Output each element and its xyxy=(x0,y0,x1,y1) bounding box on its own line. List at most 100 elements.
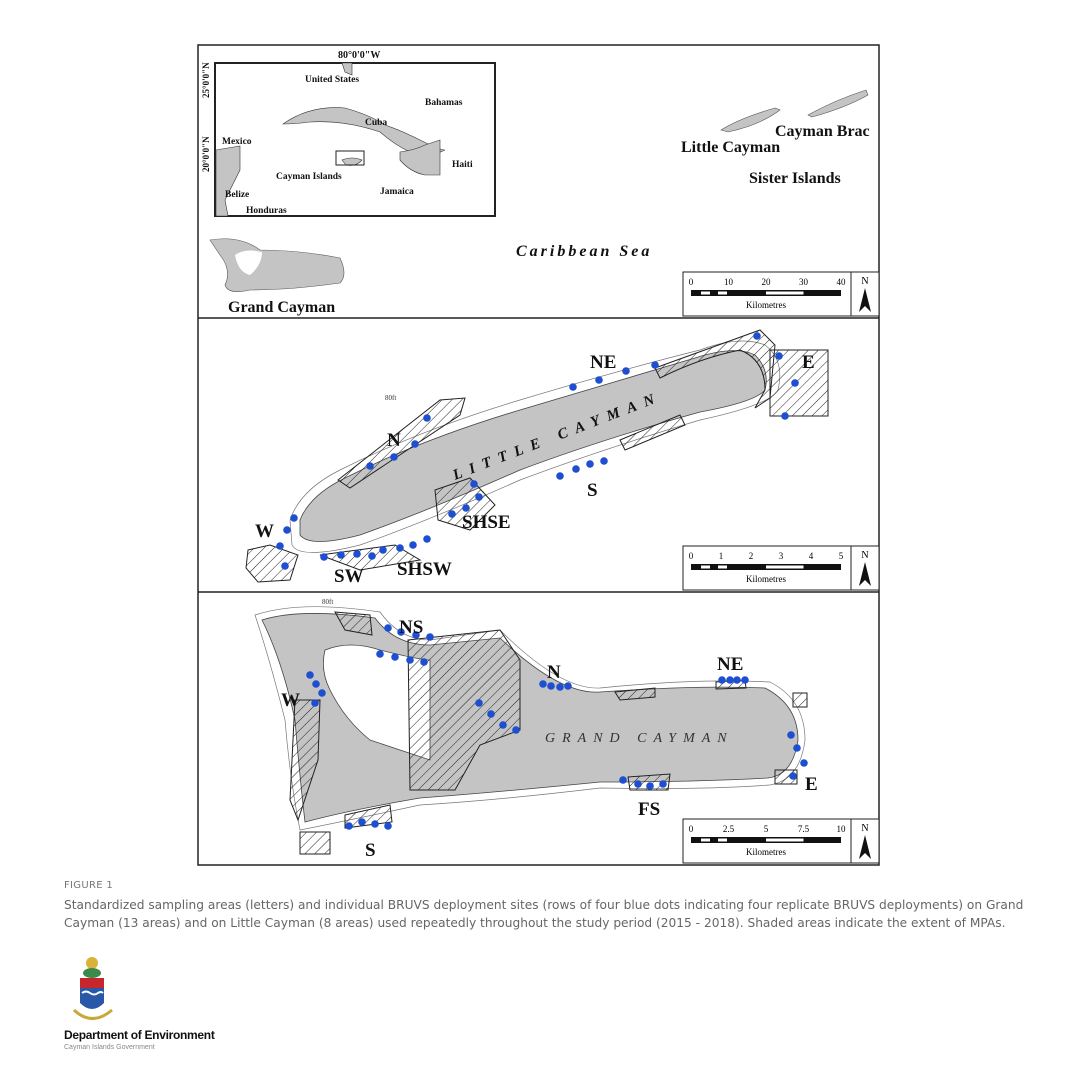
panel-overview: 80°0'0"W 25°0'0"N 20°0'0"N United States… xyxy=(201,50,870,316)
scale-tick-label: 1 xyxy=(719,551,724,561)
label-haiti: Haiti xyxy=(452,160,473,170)
north-arrow-icon xyxy=(859,562,871,586)
bruvs-site-dot xyxy=(733,676,741,684)
bruvs-site-dot xyxy=(366,462,374,470)
bruvs-site-dot xyxy=(448,510,456,518)
scale-tick-label: 7.5 xyxy=(798,824,810,834)
label-grand-cayman: Grand Cayman xyxy=(228,299,335,316)
bruvs-site-dot xyxy=(539,680,547,688)
bruvs-site-dot xyxy=(775,352,783,360)
area-label-w: W xyxy=(281,690,300,711)
bruvs-site-dot xyxy=(651,361,659,369)
lat-label-20: 20°0'0"N xyxy=(201,136,211,172)
area-label-ne: NE xyxy=(590,352,616,373)
bruvs-site-dot xyxy=(791,379,799,387)
bruvs-site-dot xyxy=(411,440,419,448)
bruvs-site-dot xyxy=(283,526,291,534)
bruvs-site-dot xyxy=(793,744,801,752)
scale-unit-label: Kilometres xyxy=(746,847,786,857)
bruvs-site-dot xyxy=(426,633,434,641)
bruvs-site-dot xyxy=(781,412,789,420)
bruvs-site-dot xyxy=(376,650,384,658)
bruvs-site-dot xyxy=(281,562,289,570)
lon-label: 80°0'0"W xyxy=(338,50,380,61)
north-label: N xyxy=(861,823,868,834)
area-label-sw: SW xyxy=(334,566,364,587)
bruvs-site-dot xyxy=(391,653,399,661)
bruvs-site-dot xyxy=(470,480,478,488)
bruvs-site-dot xyxy=(646,782,654,790)
hispaniola-shape xyxy=(399,139,441,176)
bruvs-site-dot xyxy=(622,367,630,375)
area-label-n: N xyxy=(387,430,401,451)
depth-label: 80ft xyxy=(385,394,396,402)
bruvs-site-dot xyxy=(556,472,564,480)
bruvs-site-dot xyxy=(659,780,667,788)
scale-tick-label: 5 xyxy=(839,551,844,561)
little-cayman-shape xyxy=(720,107,781,133)
bruvs-sites-grand-cayman xyxy=(306,624,808,830)
florida-shape xyxy=(341,62,353,76)
area-label-ne: NE xyxy=(717,654,743,675)
label-cuba: Cuba xyxy=(365,118,387,128)
mpa-areas xyxy=(289,611,808,855)
bruvs-site-dot xyxy=(312,680,320,688)
scale-tick-label: 0 xyxy=(689,277,694,287)
area-label-s: S xyxy=(587,480,598,501)
bruvs-site-dot xyxy=(564,682,572,690)
bruvs-site-dot xyxy=(337,551,345,559)
bruvs-site-dot xyxy=(718,676,726,684)
bruvs-site-dot xyxy=(318,689,326,697)
scale-tick-label: 10 xyxy=(724,277,734,287)
area-label-shse: SHSE xyxy=(462,512,511,533)
bruvs-site-dot xyxy=(320,553,328,561)
area-label-s: S xyxy=(365,840,376,861)
bruvs-site-dot xyxy=(368,552,376,560)
bruvs-site-dot xyxy=(397,628,405,636)
area-label-w: W xyxy=(255,521,274,542)
north-sound xyxy=(322,644,431,761)
bruvs-sites-little-cayman xyxy=(276,332,799,570)
bruvs-site-dot xyxy=(384,624,392,632)
bruvs-site-dot xyxy=(423,535,431,543)
area-label-e: E xyxy=(802,352,815,373)
bruvs-site-dot xyxy=(412,631,420,639)
scale-tick-label: 2.5 xyxy=(723,824,735,834)
bruvs-site-dot xyxy=(787,731,795,739)
bruvs-site-dot xyxy=(595,376,603,384)
north-label: N xyxy=(861,276,868,287)
cuba-shape xyxy=(282,107,446,155)
bruvs-site-dot xyxy=(475,493,483,501)
label-jamaica: Jamaica xyxy=(380,187,414,197)
scale-tick-label: 3 xyxy=(779,551,784,561)
figure-caption: FIGURE 1 Standardized sampling areas (le… xyxy=(64,880,1024,932)
bruvs-site-dot xyxy=(290,514,298,522)
area-label-n: N xyxy=(547,662,561,683)
north-arrow-icon xyxy=(859,288,871,312)
scale-tick-label: 0 xyxy=(689,551,694,561)
bruvs-site-dot xyxy=(800,759,808,767)
bruvs-site-dot xyxy=(556,683,564,691)
scale-tick-label: 2 xyxy=(749,551,754,561)
bruvs-site-dot xyxy=(512,726,520,734)
bruvs-site-dot xyxy=(311,699,319,707)
logo-org-name: Department of Environment xyxy=(64,1028,215,1042)
caption-text: Standardized sampling areas (letters) an… xyxy=(64,898,1024,930)
cayman-locator-box xyxy=(335,150,365,166)
bruvs-site-dot xyxy=(276,542,284,550)
cayman-brac-shape xyxy=(807,89,869,118)
label-bahamas: Bahamas xyxy=(425,98,463,108)
bruvs-site-dot xyxy=(396,544,404,552)
label-sister-islands: Sister Islands xyxy=(749,170,841,187)
bruvs-site-dot xyxy=(753,332,761,340)
bruvs-site-dot xyxy=(420,658,428,666)
panel-grand-cayman: GRAND CAYMAN 80ft NS N NE W E FS S xyxy=(254,598,818,861)
bruvs-site-dot xyxy=(741,676,749,684)
bruvs-site-dot xyxy=(353,550,361,558)
north-arrow-icon xyxy=(859,835,871,859)
bruvs-site-dot xyxy=(306,671,314,679)
scale-tick-label: 20 xyxy=(762,277,772,287)
scale-tick-label: 4 xyxy=(809,551,814,561)
figure-label: FIGURE 1 xyxy=(64,880,113,891)
bruvs-site-dot xyxy=(600,457,608,465)
